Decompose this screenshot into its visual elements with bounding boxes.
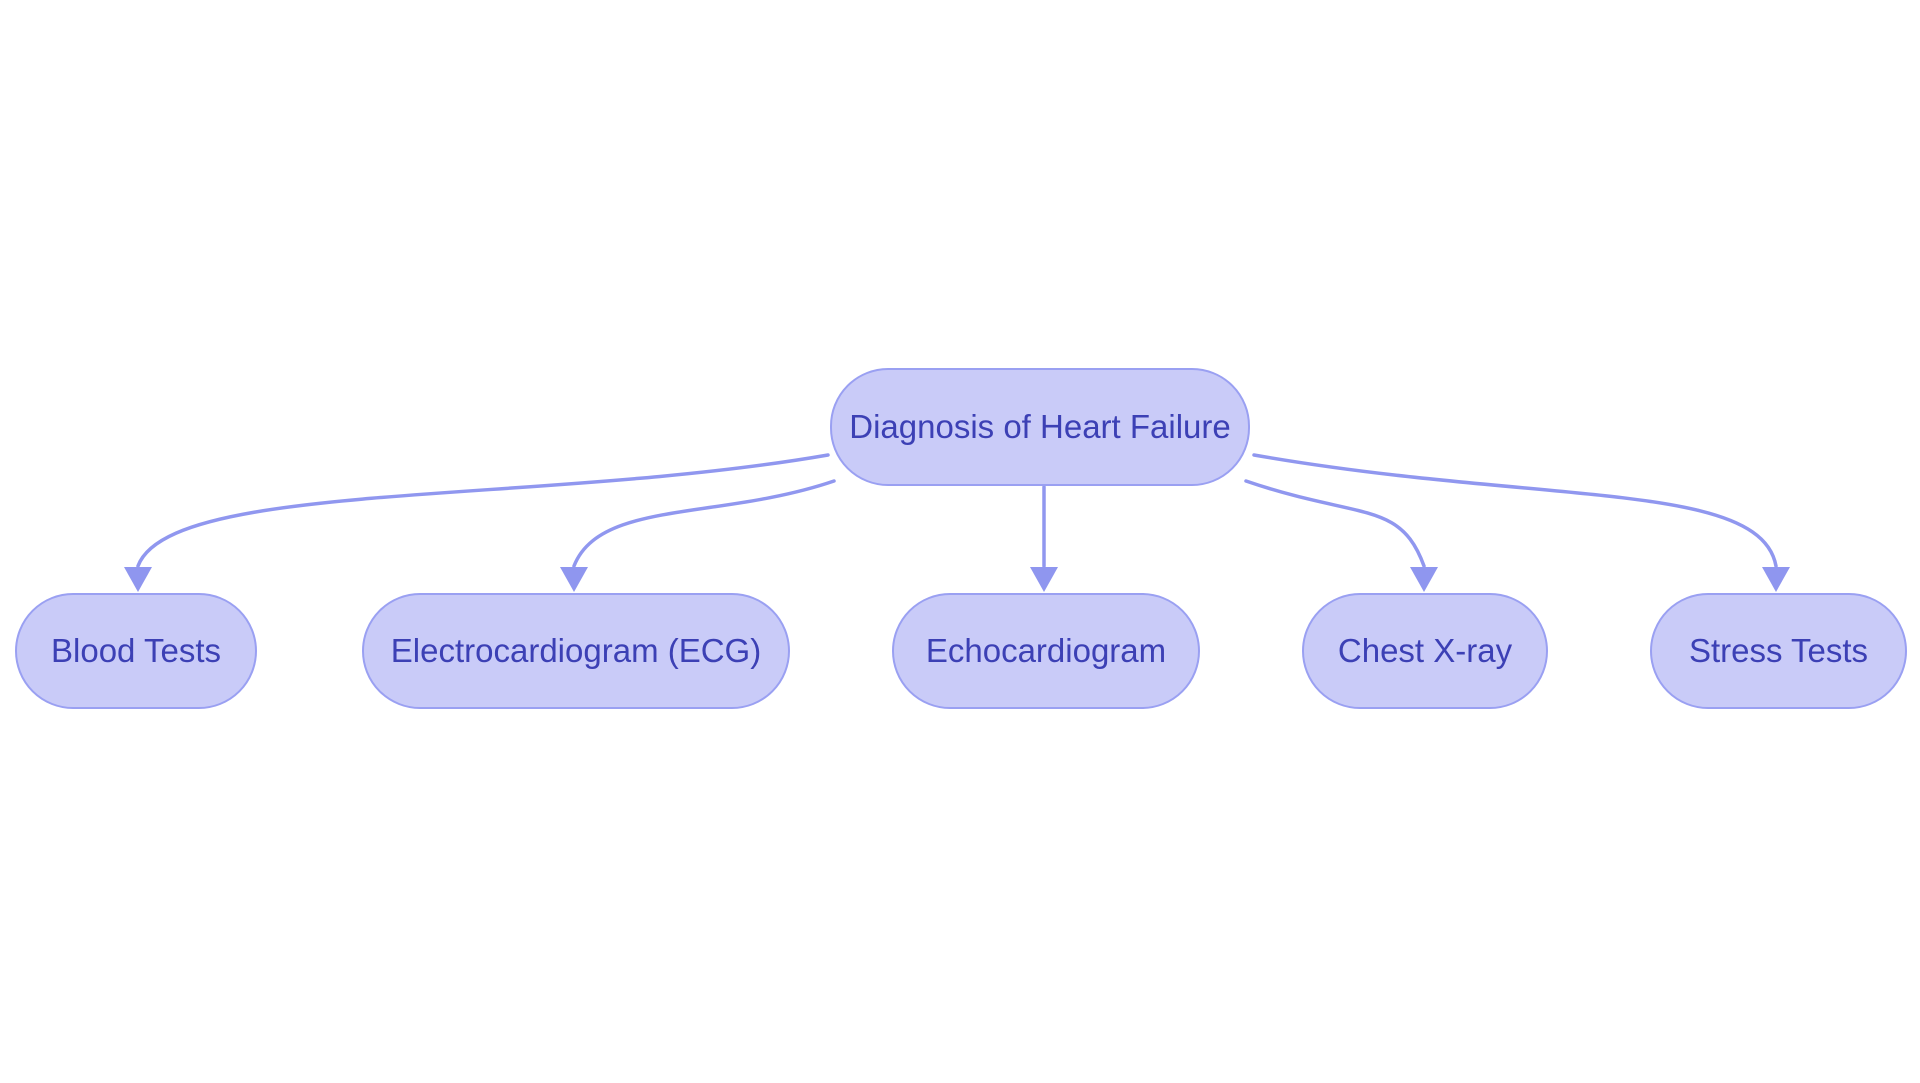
edge-root-to-chest-x-ray [1244, 479, 1426, 568]
edge-root-to-stress-tests [1252, 453, 1778, 568]
node-echocardiogram: Echocardiogram [892, 593, 1200, 709]
arrowhead-stress-tests [1762, 567, 1790, 592]
node-blood-tests: Blood Tests [15, 593, 257, 709]
node-label-chest-x-ray: Chest X-ray [1337, 632, 1513, 670]
node-label-blood-tests: Blood Tests [51, 632, 221, 670]
node-stress-tests: Stress Tests [1650, 593, 1907, 709]
edge-root-to-blood-tests [136, 453, 830, 568]
node-label-echocardiogram: Echocardiogram [925, 632, 1167, 670]
edge-root-to-ecg [572, 479, 836, 568]
arrowhead-ecg [560, 567, 588, 592]
node-label-electrocardiogram-ecg: Electrocardiogram (ECG) [390, 632, 762, 670]
node-label-diagnosis-of-heart-failure: Diagnosis of Heart Failure [849, 408, 1231, 446]
arrowhead-blood-tests [124, 567, 152, 592]
arrowhead-echocardiogram [1030, 567, 1058, 592]
node-chest-x-ray: Chest X-ray [1302, 593, 1548, 709]
node-label-stress-tests: Stress Tests [1688, 632, 1869, 670]
node-electrocardiogram-ecg: Electrocardiogram (ECG) [362, 593, 790, 709]
arrowhead-chest-x-ray [1410, 567, 1438, 592]
node-diagnosis-of-heart-failure: Diagnosis of Heart Failure [830, 368, 1250, 486]
